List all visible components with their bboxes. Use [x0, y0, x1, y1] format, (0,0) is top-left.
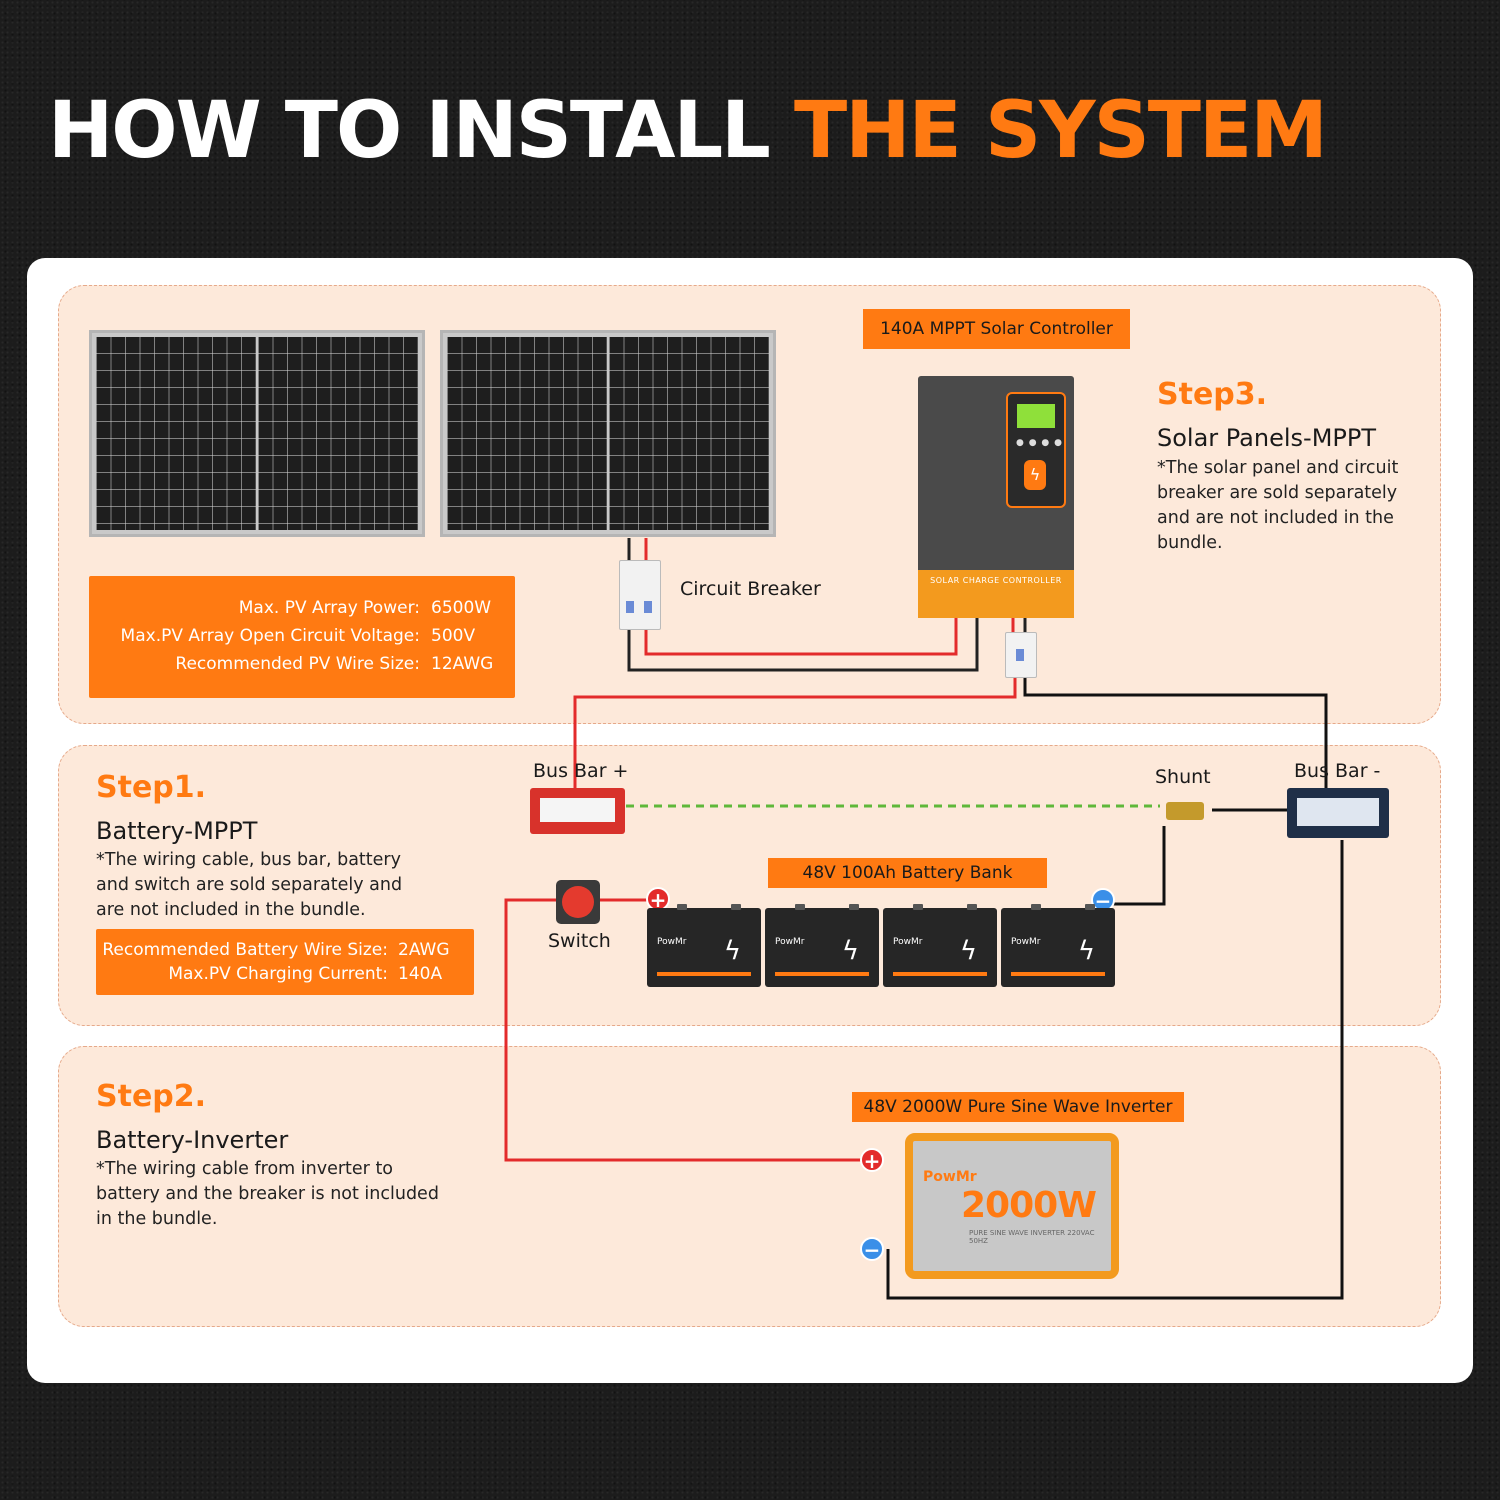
pv-spec-box: Max. PV Array Power: 6500W Max.PV Array … [89, 576, 515, 698]
step1-subtitle: Battery-MPPT [96, 817, 258, 845]
controller-base: SOLAR CHARGE CONTROLLER [918, 570, 1074, 618]
controller-tag: 140A MPPT Solar Controller [863, 309, 1130, 349]
spec-label: Recommended Battery Wire Size: [102, 940, 388, 960]
battery-2: PowMr ϟ [765, 904, 879, 987]
spec-label: Recommended PV Wire Size: [175, 654, 420, 674]
battery-positive-terminal-icon: + [646, 887, 670, 912]
lightning-icon: ϟ [723, 936, 741, 966]
inverter-subtitle: PURE SINE WAVE INVERTER 220VAC 50HZ [969, 1229, 1095, 1245]
battery-brand: PowMr [775, 937, 805, 947]
shunt [1158, 796, 1212, 826]
lightning-icon: ϟ [1077, 936, 1095, 966]
circuit-breaker-label: Circuit Breaker [680, 578, 821, 600]
spec-value: 2AWG [398, 940, 450, 960]
step2-title: Step2. [96, 1079, 207, 1114]
pv-negative-wire [627, 618, 979, 672]
spec-value: 6500W [431, 598, 492, 618]
controller-buttons: ● ● ● ● [1016, 438, 1063, 448]
battery-brand: PowMr [893, 937, 923, 947]
inverter-power: 2000W [961, 1185, 1097, 1226]
step2-subtitle: Battery-Inverter [96, 1126, 289, 1154]
solar-panel-1 [89, 330, 425, 537]
mppt-solar-controller: ● ● ● ● ϟ SOLAR CHARGE CONTROLLER [918, 376, 1074, 618]
battery-3: PowMr ϟ [883, 904, 997, 987]
inverter-brand: PowMr [923, 1169, 977, 1185]
lightning-icon: ϟ [1024, 460, 1046, 490]
spec-value: 12AWG [431, 654, 494, 674]
battery-switch [556, 880, 600, 924]
solar-panel-2 [440, 330, 776, 537]
title-orange-part: THE SYSTEM [794, 86, 1328, 176]
battery-4: PowMr ϟ [1001, 904, 1115, 987]
battery-bank-tag: 48V 100Ah Battery Bank [768, 858, 1047, 888]
switch-to-inverter-wire [504, 898, 864, 1162]
shunt-to-battery-neg-wire [1110, 826, 1166, 906]
controller-display-panel: ● ● ● ● ϟ [1006, 392, 1066, 508]
inverter-negative-wire [886, 840, 1344, 1300]
pv-circuit-breaker [619, 560, 661, 630]
spec-label: Max.PV Array Open Circuit Voltage: [120, 626, 420, 646]
battery-brand: PowMr [1011, 937, 1041, 947]
step3-title: Step3. [1157, 377, 1268, 412]
page-title: HOW TO INSTALL THE SYSTEM [48, 92, 1328, 170]
inverter-positive-terminal-icon: + [860, 1148, 884, 1173]
spec-value: 140A [398, 964, 443, 984]
step1-note: *The wiring cable, bus bar, battery and … [96, 850, 403, 920]
mppt-negative-wire [1023, 676, 1328, 790]
pure-sine-wave-inverter: PowMr 2000W PURE SINE WAVE INVERTER 220V… [905, 1133, 1119, 1279]
title-white-part: HOW TO INSTALL [48, 86, 771, 176]
step2-note: *The wiring cable from inverter to batte… [96, 1159, 439, 1229]
section-battery-inverter [58, 1046, 1441, 1327]
spec-label: Max.PV Charging Current: [168, 964, 388, 984]
step3-subtitle: Solar Panels-MPPT [1157, 424, 1377, 452]
spec-value: 500V [431, 626, 476, 646]
battery-spec-box: Recommended Battery Wire Size: 2AWG Max.… [96, 929, 474, 995]
bus-bar-negative [1287, 788, 1389, 838]
step3-note: *The solar panel and circuit breaker are… [1157, 458, 1399, 553]
inverter-tag: 48V 2000W Pure Sine Wave Inverter [852, 1092, 1184, 1122]
controller-lcd [1017, 404, 1055, 428]
mppt-positive-wire [573, 676, 1017, 790]
pv-positive-wire [644, 618, 958, 656]
step1-title: Step1. [96, 770, 207, 805]
lightning-icon: ϟ [841, 936, 859, 966]
battery-1: PowMr ϟ [647, 904, 761, 987]
bus-bar-positive [530, 788, 625, 834]
shunt-label: Shunt [1155, 766, 1211, 788]
inverter-negative-terminal-icon: − [860, 1237, 884, 1262]
switch-label: Switch [548, 930, 611, 952]
spec-label: Max. PV Array Power: [238, 598, 420, 618]
battery-circuit-breaker [1005, 632, 1037, 678]
bus-bar-positive-label: Bus Bar + [533, 760, 629, 782]
lightning-icon: ϟ [959, 936, 977, 966]
switch-dial-icon [562, 886, 594, 918]
battery-brand: PowMr [657, 937, 687, 947]
controller-base-text: SOLAR CHARGE CONTROLLER [930, 576, 1062, 585]
bus-bar-negative-label: Bus Bar - [1294, 760, 1381, 782]
